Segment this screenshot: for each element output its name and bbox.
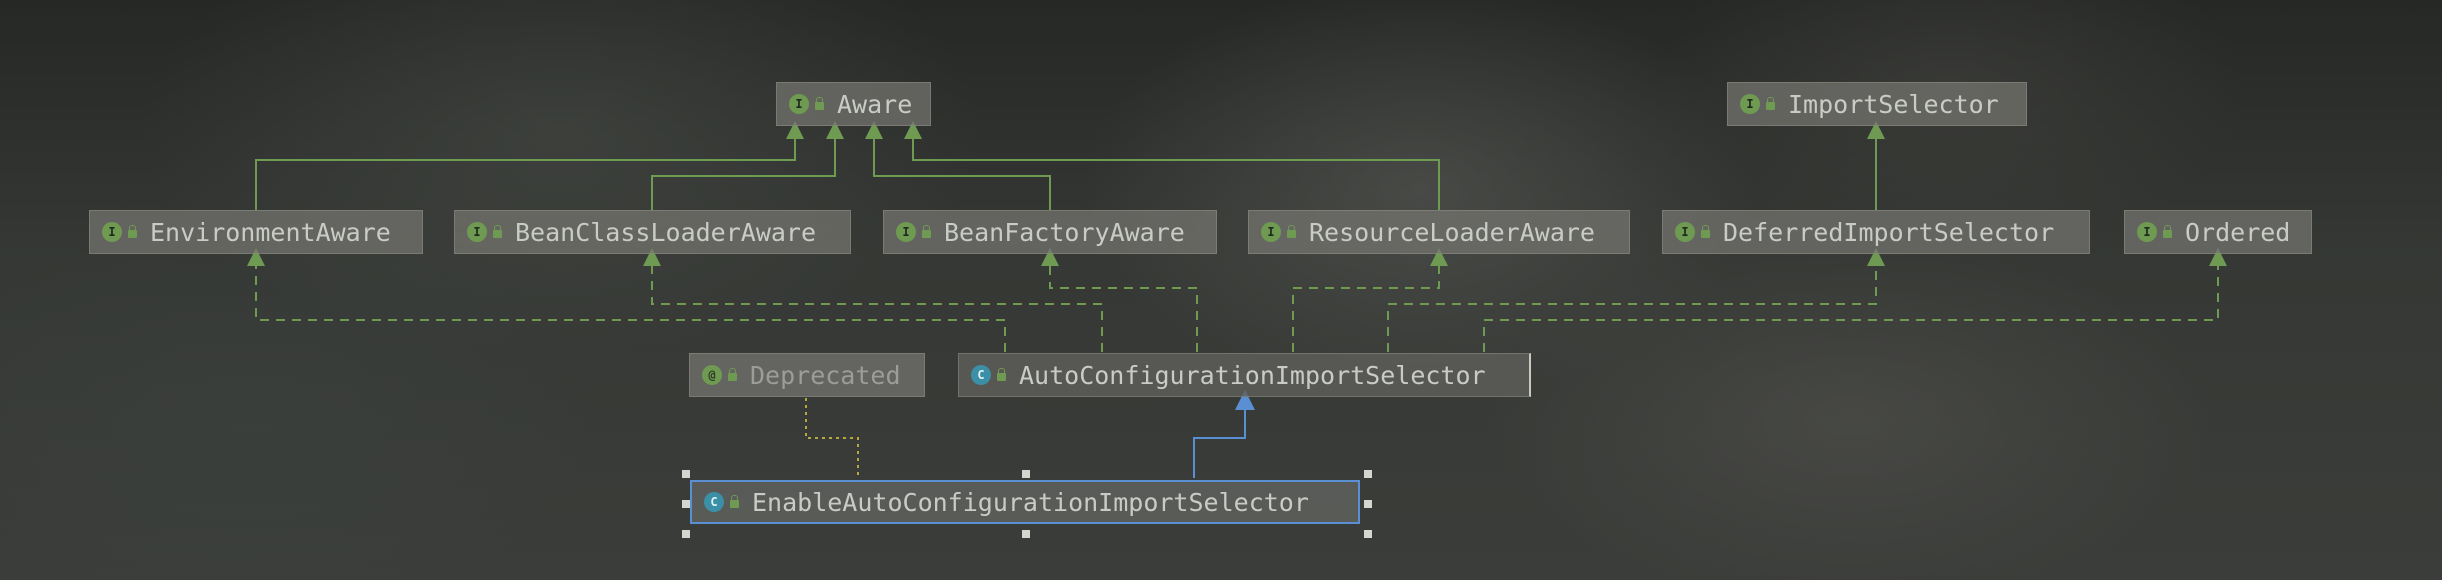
class-icon: C	[971, 365, 991, 385]
node-label: Aware	[837, 89, 913, 119]
lock-icon	[815, 97, 824, 110]
lock-icon	[997, 368, 1006, 381]
node-aware[interactable]: I Aware	[776, 82, 931, 126]
lock-icon	[1701, 225, 1710, 238]
node-label: ResourceLoaderAware	[1309, 217, 1595, 247]
edge-beanclassloaderaware-aware	[651, 121, 844, 210]
node-label: Ordered	[2185, 217, 2291, 247]
node-label: ImportSelector	[1788, 89, 1999, 119]
selection-handle-middle-right[interactable]	[1364, 500, 1372, 508]
edge-acis-resourceloaderaware	[1292, 248, 1448, 352]
node-deferredimportselector[interactable]: I DeferredImportSelector	[1662, 210, 2090, 254]
node-label: Deprecated	[750, 360, 901, 390]
edge-acis-beanclassloaderaware	[643, 248, 1103, 352]
node-resourceloaderaware[interactable]: I ResourceLoaderAware	[1248, 210, 1630, 254]
edge-acis-ordered	[1483, 248, 2227, 352]
edge-environmentaware-aware	[255, 121, 804, 210]
edge-acis-environmentaware	[247, 248, 1006, 352]
interface-icon: I	[102, 222, 122, 242]
selection-handle-middle-left[interactable]	[682, 500, 690, 508]
node-label: BeanFactoryAware	[944, 217, 1185, 247]
lock-icon	[728, 368, 737, 381]
interface-icon: I	[896, 222, 916, 242]
node-autoconfigurationimportselector[interactable]: C AutoConfigurationImportSelector	[958, 353, 1531, 397]
node-beanfactoryaware[interactable]: I BeanFactoryAware	[883, 210, 1217, 254]
edge-beanfactoryaware-aware	[865, 121, 1051, 210]
edge-acis-beanfactoryaware	[1041, 248, 1198, 352]
node-importselector[interactable]: I ImportSelector	[1727, 82, 2027, 126]
lock-icon	[1766, 97, 1775, 110]
node-enableautoconfigurationimportselector[interactable]: C EnableAutoConfigurationImportSelector	[690, 480, 1360, 524]
node-deprecated[interactable]: @ Deprecated	[689, 353, 925, 397]
selection-handle-top-center[interactable]	[1022, 470, 1030, 478]
lock-icon	[2163, 225, 2172, 238]
node-label: AutoConfigurationImportSelector	[1019, 360, 1486, 390]
lock-icon	[1287, 225, 1296, 238]
selection-handle-top-right[interactable]	[1364, 470, 1372, 478]
selection-handle-top-left[interactable]	[682, 470, 690, 478]
edge-enable-extends-acis	[1193, 390, 1255, 478]
edge-acis-deferredimportselector	[1387, 248, 1885, 352]
interface-icon: I	[1675, 222, 1695, 242]
lock-icon	[922, 225, 931, 238]
selection-handle-bottom-center[interactable]	[1022, 530, 1030, 538]
node-label: EnableAutoConfigurationImportSelector	[752, 487, 1309, 517]
selection-handle-bottom-right[interactable]	[1364, 530, 1372, 538]
interface-icon: I	[467, 222, 487, 242]
node-beanclassloaderaware[interactable]: I BeanClassLoaderAware	[454, 210, 851, 254]
annotation-icon: @	[702, 365, 722, 385]
lock-icon	[493, 225, 502, 238]
interface-icon: I	[1740, 94, 1760, 114]
class-icon: C	[704, 492, 724, 512]
interface-icon: I	[2137, 222, 2157, 242]
interface-icon: I	[789, 94, 809, 114]
lock-icon	[730, 495, 739, 508]
edge-annotation-deprecated	[805, 398, 859, 478]
interface-icon: I	[1261, 222, 1281, 242]
node-label: DeferredImportSelector	[1723, 217, 2055, 247]
node-environmentaware[interactable]: I EnvironmentAware	[89, 210, 423, 254]
node-label: EnvironmentAware	[150, 217, 391, 247]
selection-handle-bottom-left[interactable]	[682, 530, 690, 538]
node-ordered[interactable]: I Ordered	[2124, 210, 2312, 254]
edge-resourceloaderaware-aware	[904, 121, 1440, 210]
lock-icon	[128, 225, 137, 238]
node-label: BeanClassLoaderAware	[515, 217, 817, 247]
